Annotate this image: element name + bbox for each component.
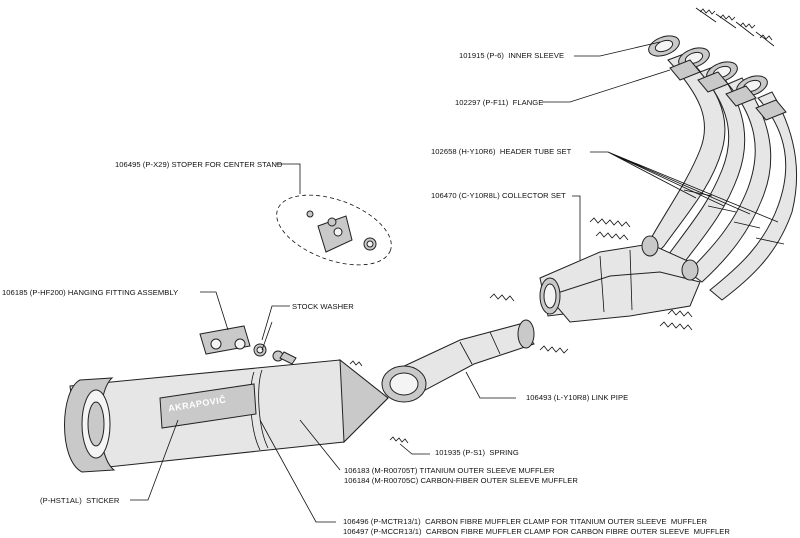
collector — [539, 235, 701, 323]
flanges — [648, 35, 787, 121]
header-tubes — [639, 53, 798, 301]
hanging-fitting — [199, 321, 297, 365]
link-spring — [349, 360, 409, 444]
label-link-pipe: 106493 (L-Y10R8) LINK PIPE — [526, 393, 629, 402]
label-spring: 101935 (P-S1) SPRING — [435, 448, 519, 457]
label-flange: 102297 (P-F11) FLANGE — [455, 98, 544, 107]
label-clamp-ti: 106496 (P-MCTR13/1) CARBON FIBRE MUFFLER… — [343, 517, 708, 526]
springs-top — [695, 7, 775, 47]
label-stock-washer: STOCK WASHER — [292, 302, 354, 311]
label-ti-muffler: 106183 (M-R00705T) TITANIUM OUTER SLEEVE… — [344, 466, 555, 475]
label-sticker: (P-HST1AL) STICKER — [40, 496, 120, 505]
label-cf-muffler: 106184 (M-R00705C) CARBON-FIBER OUTER SL… — [344, 476, 578, 485]
collector-springs — [489, 217, 693, 354]
label-hanging-fitting: 106185 (P-HF200) HANGING FITTING ASSEMBL… — [2, 288, 179, 297]
leader-lines — [130, 41, 779, 523]
label-inner-sleeve: 101915 (P-6) INNER SLEEVE — [459, 51, 565, 60]
label-collector-set: 106470 (C-Y10R8L) COLLECTOR SET — [431, 191, 566, 200]
label-stoper: 106495 (P-X29) STOPER FOR CENTER STAND — [115, 160, 283, 169]
link-pipe — [381, 319, 535, 403]
center-stand-stoper — [276, 194, 392, 266]
muffler — [64, 358, 389, 473]
label-header-tube-set: 102658 (H-Y10R6) HEADER TUBE SET — [431, 147, 572, 156]
label-clamp-cf: 106497 (P-MCCR13/1) CARBON FIBRE MUFFLER… — [343, 527, 730, 536]
